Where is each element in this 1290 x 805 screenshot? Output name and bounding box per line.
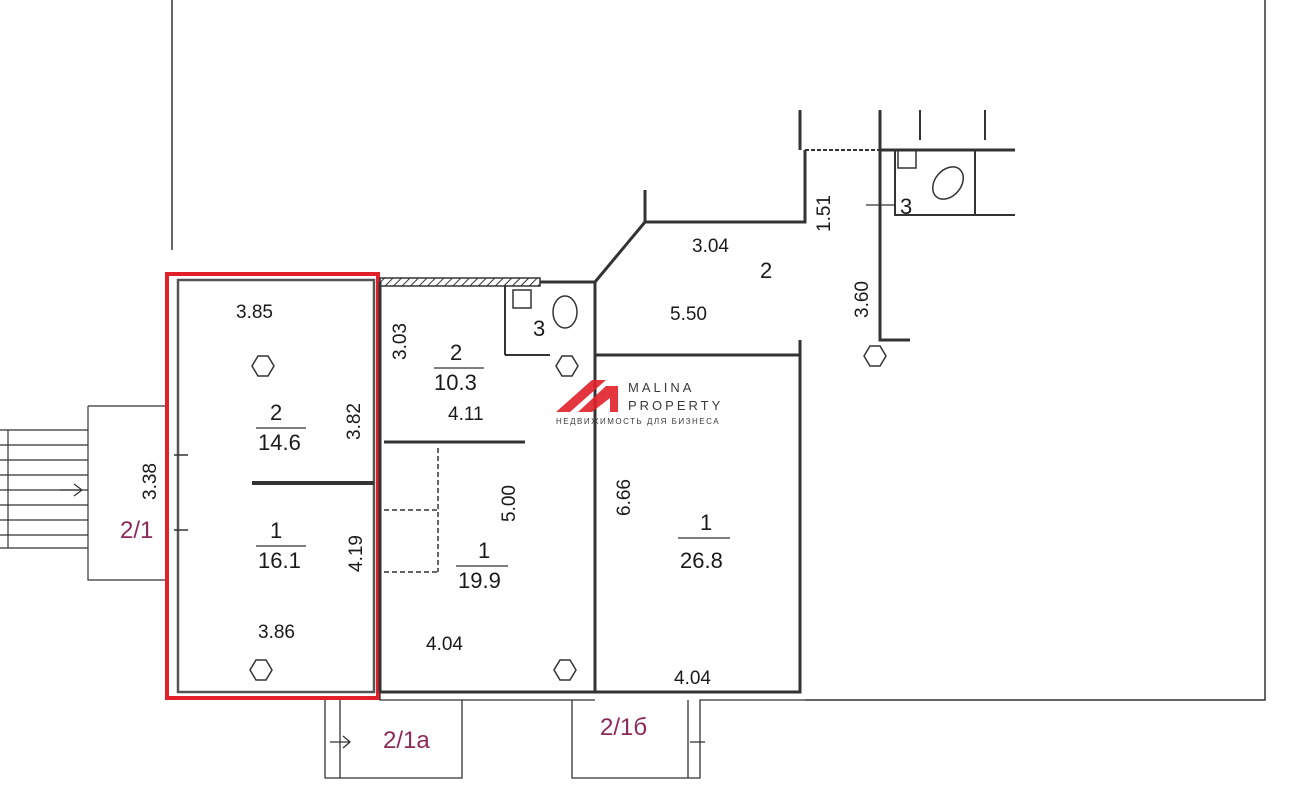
staircase [0,405,168,581]
wc-number-3-right: 3 [900,194,912,219]
dim-4-11: 4.11 [448,404,484,425]
room-area-10-3: 10.3 [434,370,477,395]
room-number-2-mid: 2 [450,340,462,365]
entrance-vestibules [324,692,805,779]
logo-line-2: PROPERTY [628,398,723,413]
dim-4-04-right: 4.04 [674,668,711,689]
room-number-1-mid: 1 [478,538,490,563]
unit-label-2-1a: 2/1а [383,727,430,754]
dim-5-50: 5.50 [670,304,707,325]
right-block-walls [593,110,1015,694]
logo-line-1: MALINA [628,380,694,395]
selection-highlight [165,272,380,700]
dim-1-51: 1.51 [814,195,835,232]
room-number-1-right: 1 [700,510,712,535]
middle-block-walls [378,277,597,694]
unit-label-2-1b: 2/1б [600,714,647,741]
room-area-19-9: 19.9 [458,568,501,593]
dim-4-04-mid: 4.04 [426,634,463,655]
room-area-26-8: 26.8 [680,548,723,573]
partition-dashes [384,448,439,573]
dim-6-66: 6.66 [614,479,635,516]
unit-label-2-1: 2/1 [120,517,153,544]
logo-mark-icon [556,380,606,412]
dim-3-82: 3.82 [344,403,365,440]
logo-mark-icon [578,386,618,412]
dim-3-86: 3.86 [258,622,295,643]
logo-tagline: НЕДВИЖИМОСТЬ ДЛЯ БИЗНЕСА [556,417,720,426]
dim-3-85: 3.85 [236,302,273,323]
room-area-14-6: 14.6 [258,430,301,455]
dim-4-19: 4.19 [346,535,367,572]
dim-3-38: 3.38 [140,463,161,500]
dim-3-04: 3.04 [692,236,729,257]
room-area-16-1: 16.1 [258,548,301,573]
room-number-2: 2 [270,400,282,425]
left-block-walls [174,278,376,694]
room-number-1: 1 [270,518,282,543]
columns [249,345,887,681]
dim-5-00: 5.00 [499,485,520,522]
dim-3-03: 3.03 [390,323,411,360]
dim-3-60: 3.60 [852,281,873,318]
room-number-2-right: 2 [760,258,772,283]
building-outline [171,0,1266,701]
wc-number-3-left: 3 [533,316,545,341]
malina-property-logo: MALINA PROPERTY НЕДВИЖИМОСТЬ ДЛЯ БИЗНЕСА [556,380,723,426]
